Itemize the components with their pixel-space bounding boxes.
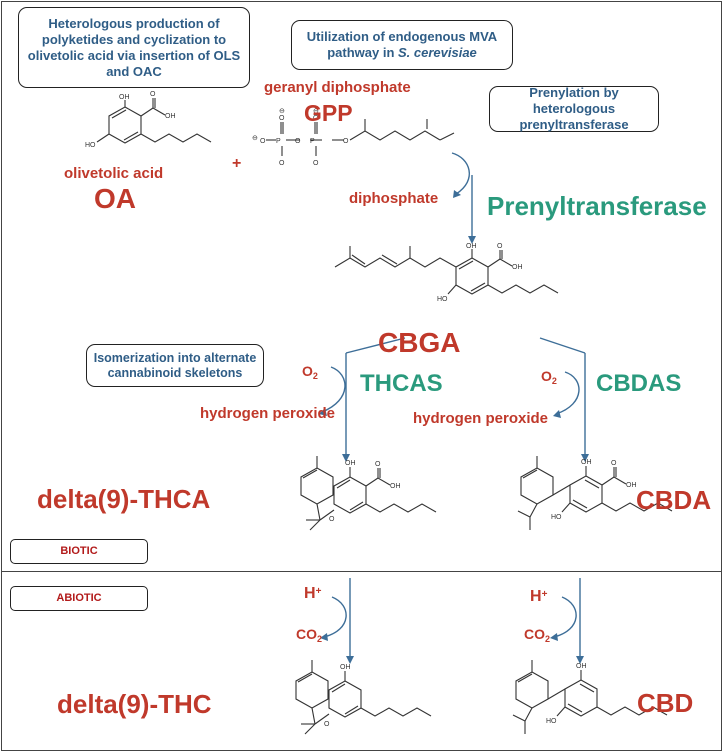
tag-abiotic: ABIOTIC [10,586,148,611]
gpp-minus3: ⊖ [252,135,258,142]
note-heterologous-text: Heterologous production of polyketides a… [27,15,241,79]
tag-biotic-label: BIOTIC [60,545,98,557]
gpp-structure: P P O O O O O O O ⊖ ⊖ ⊖ [252,108,455,167]
o2-right-o: O [541,368,552,384]
note-mva-pathway: Utilization of endogenous MVA pathway in… [291,20,513,70]
label-cbdas: CBDAS [596,370,682,397]
co2-left-co: CO [296,626,317,642]
thca-ring-o: O [329,516,335,523]
cbga-structure: OH O OH HO [334,243,559,303]
cbga-o: O [497,243,503,250]
thca-o: O [375,461,381,468]
co2-left-sub: 2 [317,634,323,644]
cbga-oh: OH [466,243,477,250]
note-mva-species: S. cerevisiae [398,45,477,60]
gpp-o4: O [279,115,285,122]
label-co2-right: CO2 [524,626,550,644]
cbd-oh: OH [576,663,587,670]
label-h2o2-right: hydrogen peroxide [413,410,549,427]
thca-oh: OH [345,460,356,467]
gpp-o5: O [313,115,319,122]
note-prenylation-text: Prenylation by heterologous prenyltransf… [519,85,629,132]
label-thca: delta(9)-THCA [37,484,211,514]
label-gpp-abbrev: GPP [304,100,353,126]
label-cbda: CBDA [636,485,712,515]
co2-right-sub: 2 [545,634,551,644]
h-left-h: H [304,585,316,602]
gpp-minus2: ⊖ [313,108,319,115]
label-o2-right: O2 [541,368,557,386]
cbda-o: O [611,460,617,467]
thca-oh-acid: OH [390,483,401,490]
thc-oh: OH [340,664,351,671]
plus-sign: + [232,155,242,172]
o2-right-sub: 2 [551,376,557,386]
gpp-p1: P [276,138,281,145]
co2-right-co: CO [524,626,545,642]
h-left-plus: + [315,586,322,597]
tag-biotic: BIOTIC [10,539,148,564]
label-h-right: H+ [530,588,547,606]
thc-structure: OH O [295,660,432,735]
oa-oh-top: OH [119,94,130,101]
label-cbd: CBD [637,688,694,718]
label-diphosphate: diphosphate [349,190,439,207]
label-oa-abbrev: OA [94,183,136,214]
abiotic-section-frame [1,571,722,751]
label-oa-full: olivetolic acid [64,165,164,182]
gpp-o1: O [260,138,266,145]
o2-left-sub: 2 [312,371,318,381]
label-gpp-full: geranyl diphosphate [264,79,411,96]
note-prenylation: Prenylation by heterologous prenyltransf… [489,85,659,132]
label-prenyltransferase: Prenyltransferase [487,191,707,221]
label-o2-left: O2 [302,363,318,381]
label-h2o2-left: hydrogen peroxide [200,405,336,422]
thca-structure: OH O OH O [300,456,437,531]
thc-ring-o: O [324,721,330,728]
note-heterologous-production: Heterologous production of polyketides a… [18,7,250,88]
tag-abiotic-label: ABIOTIC [56,592,102,604]
h-right-plus: + [541,589,548,600]
label-thcas: THCAS [360,370,443,397]
cbd-ho: HO [546,718,557,725]
h-right-h: H [530,588,542,605]
label-h-left: H+ [304,585,321,603]
gpp-o2: O [295,138,301,145]
gpp-o6: O [279,160,285,167]
gpp-o7: O [313,160,319,167]
cbda-ho: HO [551,514,562,521]
note-isomerization-text: Isomerization into alternate cannabinoid… [93,350,257,380]
cbda-oh-acid: OH [626,482,637,489]
oa-oh-acid: OH [165,113,176,120]
label-thc: delta(9)-THC [57,689,212,719]
olivetolic-acid-structure: OH O OH HO [85,91,212,149]
gpp-o3: O [343,138,349,145]
note-mva-line2-prefix: pathway in [327,45,398,60]
note-mva-line1: Utilization of endogenous MVA [306,29,498,44]
cbga-ho: HO [437,296,448,303]
cbd-structure: OH HO [512,660,668,734]
cbda-structure: OH O OH HO [517,456,673,530]
cbda-oh: OH [581,459,592,466]
note-mva-line2: pathway in S. cerevisiae [327,45,477,61]
o2-left-o: O [302,363,313,379]
gpp-p2: P [310,138,315,145]
label-cbga: CBGA [378,327,461,358]
label-co2-left: CO2 [296,626,322,644]
oa-ho: HO [85,142,96,149]
note-isomerization: Isomerization into alternate cannabinoid… [86,344,264,387]
cbga-oh-acid: OH [512,264,523,271]
oa-o: O [150,91,156,98]
gpp-minus1: ⊖ [279,108,285,115]
